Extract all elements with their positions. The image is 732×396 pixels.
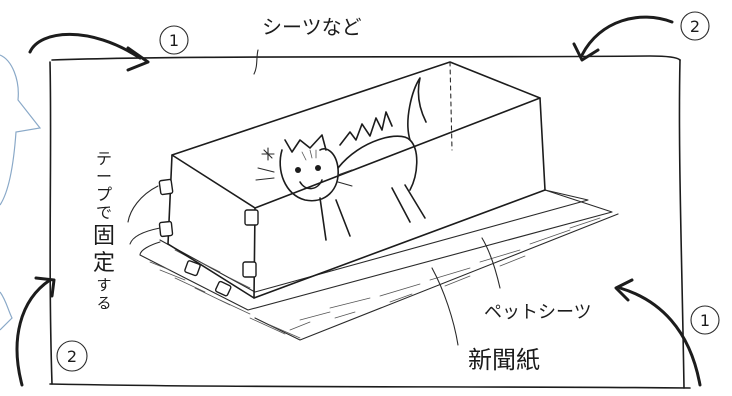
label-newspaper: 新聞紙 — [468, 346, 540, 374]
leader-lines — [127, 185, 501, 346]
transparent-box — [167, 61, 546, 299]
tape-char: 定 — [93, 251, 115, 276]
tape-char: で — [96, 203, 112, 222]
pet-sheet — [159, 189, 589, 293]
tape-char: す — [96, 276, 111, 294]
tape-char: テ — [96, 149, 112, 168]
step-badge-top-left: 1 — [159, 25, 189, 55]
label-sheet: シーツなど — [262, 15, 362, 39]
step-number: 2 — [67, 347, 77, 366]
tape-char: ー — [96, 167, 112, 186]
cat-illustration — [255, 77, 427, 241]
speech-bubble-fragment — [0, 54, 42, 331]
step-badge-top-right: 2 — [680, 11, 710, 41]
tape-pieces — [158, 178, 259, 297]
step-number: 1 — [700, 311, 710, 330]
label-pet-sheet: ペットシーツ — [484, 302, 592, 323]
step-badge-bottom-left: 2 — [56, 340, 88, 372]
newspaper-sheet — [139, 189, 619, 341]
step-number: 2 — [690, 17, 700, 36]
tape-char: る — [96, 294, 111, 312]
tape-char: プ — [96, 185, 112, 204]
curved-arrow-icon — [15, 15, 702, 387]
label-tape-vertical: テ ー プ で 固 定 す る — [93, 149, 115, 312]
tape-char: 固 — [93, 224, 115, 249]
step-badge-bottom-right: 1 — [690, 305, 720, 335]
sheet-outline — [49, 49, 691, 389]
step-number: 1 — [169, 31, 179, 50]
